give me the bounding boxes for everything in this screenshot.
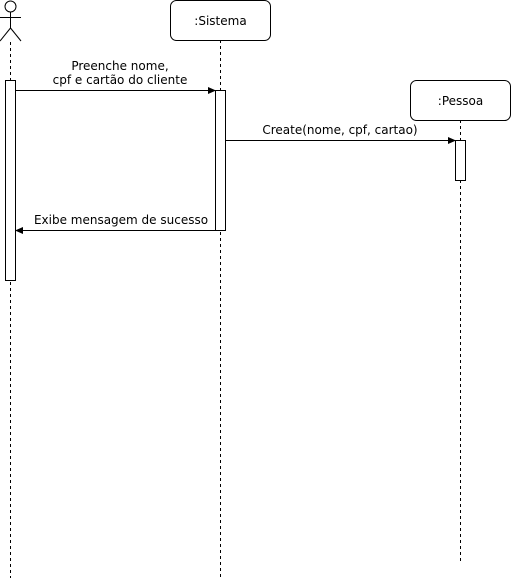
message-create-label: Create(nome, cpf, cartao) (262, 123, 417, 137)
message-exibe-label: Exibe mensagem de sucesso (34, 213, 208, 227)
actor (0, 0, 22, 578)
sistema-activation-bar (215, 90, 226, 231)
message-preenche-label-line2: cpf e cartão do cliente (53, 73, 188, 87)
message-preenche-label-line1: Preenche nome, (71, 59, 168, 73)
pessoa-label: :Pessoa (438, 94, 483, 108)
participant-pessoa: :Pessoa (410, 80, 511, 562)
sistema-label: :Sistema (194, 14, 246, 28)
pessoa-activation-bar (455, 140, 466, 181)
participant-sistema: :Sistema (170, 0, 271, 578)
stick-figure-actor-icon (0, 0, 22, 42)
sistema-header-box (170, 0, 271, 41)
actor-activation-bar (5, 80, 16, 281)
message-exibe: Exibe mensagem de sucesso (15, 213, 215, 234)
message-create: Create(nome, cpf, cartao) (226, 123, 456, 144)
message-preenche: Preenche nome, cpf e cartão do cliente (16, 59, 216, 94)
